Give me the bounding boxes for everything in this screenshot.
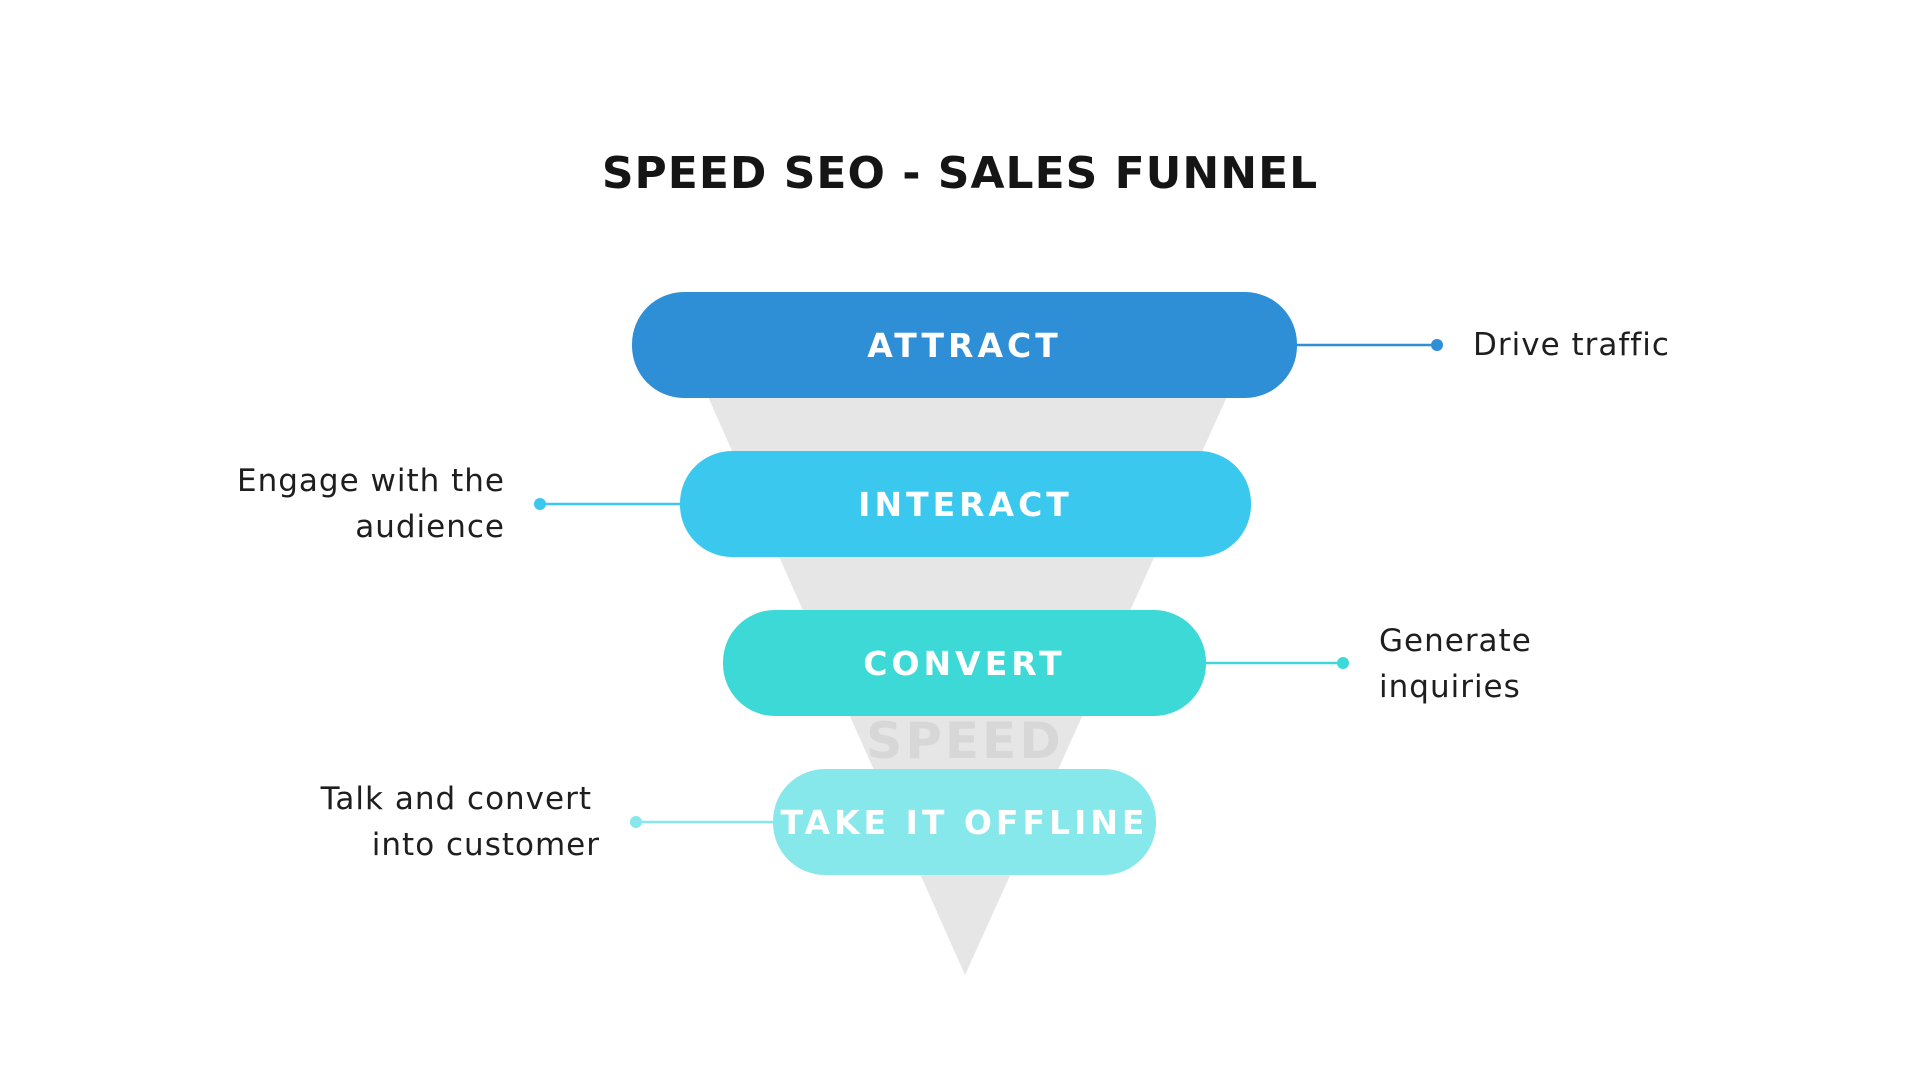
connector-dot-convert bbox=[1337, 657, 1349, 669]
note-line: Talk and convert bbox=[320, 781, 592, 817]
stage-convert: CONVERT bbox=[723, 610, 1206, 716]
note-engage-audience: Engage with the audience bbox=[205, 458, 505, 550]
connector-dot-interact bbox=[534, 498, 546, 510]
note-line: inquiries bbox=[1379, 669, 1521, 705]
speed-watermark: SPEED bbox=[866, 712, 1063, 770]
note-line: into customer bbox=[371, 827, 600, 863]
page-title: SPEED SEO - SALES FUNNEL bbox=[601, 148, 1319, 199]
stage-take-it-offline: TAKE IT OFFLINE bbox=[773, 769, 1156, 875]
note-drive-traffic: Drive traffic bbox=[1473, 322, 1670, 368]
note-line: Generate bbox=[1379, 623, 1532, 659]
stage-convert-label: CONVERT bbox=[863, 643, 1066, 683]
stage-interact: INTERACT bbox=[680, 451, 1251, 557]
note-line: audience bbox=[355, 509, 505, 545]
note-line: Drive traffic bbox=[1473, 327, 1670, 363]
stage-attract: ATTRACT bbox=[632, 292, 1297, 398]
note-generate-inquiries: Generate inquiries bbox=[1379, 618, 1532, 710]
stage-offline-label: TAKE IT OFFLINE bbox=[780, 802, 1149, 842]
connector-dot-offline bbox=[630, 816, 642, 828]
note-talk-convert: Talk and convert into customer bbox=[250, 776, 600, 868]
note-line: Engage with the bbox=[236, 463, 505, 499]
stage-attract-label: ATTRACT bbox=[867, 325, 1062, 365]
stage-interact-label: INTERACT bbox=[858, 484, 1073, 524]
connector-dot-attract bbox=[1431, 339, 1443, 351]
